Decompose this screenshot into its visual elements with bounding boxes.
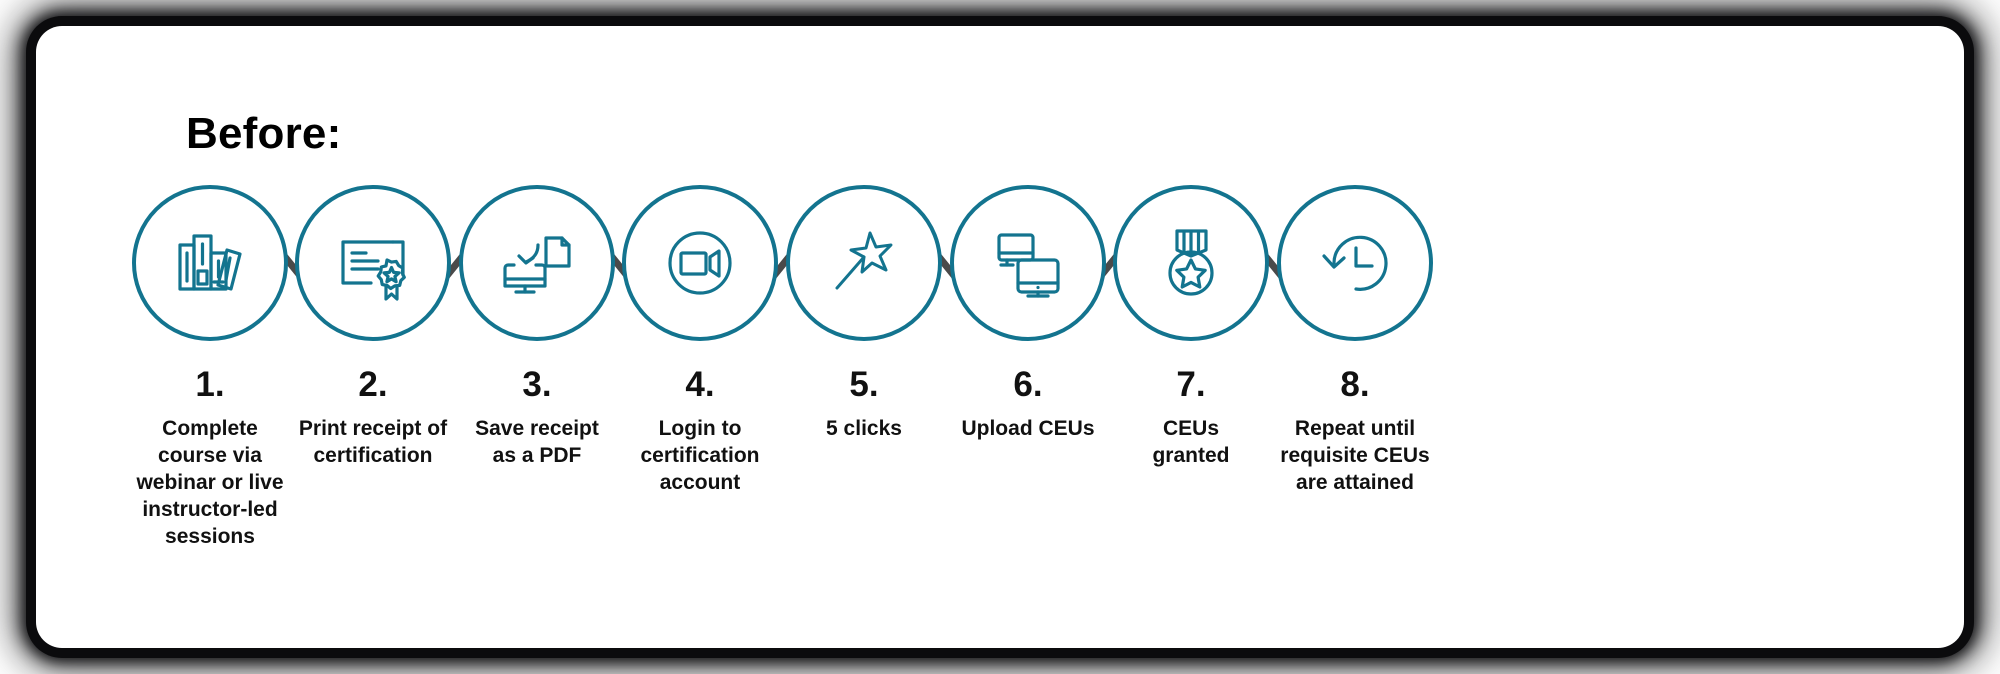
flow-step-5[interactable]: 5. 5 clicks bbox=[759, 185, 969, 443]
step-8-label: Repeat until requisite CEUs are attained bbox=[1280, 417, 1430, 494]
flow-step-2[interactable]: 2. Print receipt of certification bbox=[268, 185, 478, 470]
step-1-number: 1. bbox=[195, 365, 225, 404]
step-6-circle[interactable] bbox=[950, 185, 1106, 341]
save-to-computer-icon bbox=[494, 220, 580, 306]
flow-step-4[interactable]: 4. Login to certification account bbox=[595, 185, 805, 497]
step-5-circle[interactable] bbox=[786, 185, 942, 341]
step-7-label: CEUs granted bbox=[1152, 417, 1230, 467]
video-camera-icon bbox=[654, 217, 746, 309]
step-1-label: Complete course via webinar or live inst… bbox=[136, 417, 284, 548]
flow-step-3[interactable]: 3. Save receipt as a PDF bbox=[432, 185, 642, 470]
step-5-number: 5. bbox=[849, 365, 879, 404]
step-2-circle[interactable] bbox=[295, 185, 451, 341]
step-4-label: Login to certification account bbox=[640, 417, 760, 494]
step-7-number: 7. bbox=[1176, 365, 1206, 404]
step-3-number: 3. bbox=[522, 365, 552, 404]
medal-icon bbox=[1148, 220, 1234, 306]
step-3-circle[interactable] bbox=[459, 185, 615, 341]
step-8-circle[interactable] bbox=[1277, 185, 1433, 341]
step-2-number: 2. bbox=[358, 365, 388, 404]
step-1-circle[interactable] bbox=[132, 185, 288, 341]
step-7-circle[interactable] bbox=[1113, 185, 1269, 341]
step-5-label: 5 clicks bbox=[826, 417, 902, 440]
flow-step-6[interactable]: 6. Upload CEUs bbox=[923, 185, 1133, 443]
step-6-label: Upload CEUs bbox=[961, 417, 1095, 440]
magic-wand-icon bbox=[821, 220, 907, 306]
step-2-label: Print receipt of certification bbox=[298, 417, 448, 467]
clock-repeat-icon bbox=[1312, 220, 1398, 306]
step-3-label: Save receipt as a PDF bbox=[475, 417, 599, 467]
books-icon bbox=[167, 220, 253, 306]
devices-upload-icon bbox=[985, 220, 1071, 306]
page-title: Before: bbox=[186, 109, 342, 158]
step-8-number: 8. bbox=[1340, 365, 1370, 404]
step-4-circle[interactable] bbox=[622, 185, 778, 341]
certificate-icon bbox=[330, 220, 416, 306]
flow-step-7[interactable]: 7. CEUs granted bbox=[1086, 185, 1296, 470]
step-6-number: 6. bbox=[1013, 365, 1043, 404]
flow-step-1[interactable]: 1. Complete course via webinar or live i… bbox=[105, 185, 315, 550]
step-4-number: 4. bbox=[685, 365, 715, 404]
flow-step-8[interactable]: 8. Repeat until requisite CEUs are attai… bbox=[1250, 185, 1460, 497]
